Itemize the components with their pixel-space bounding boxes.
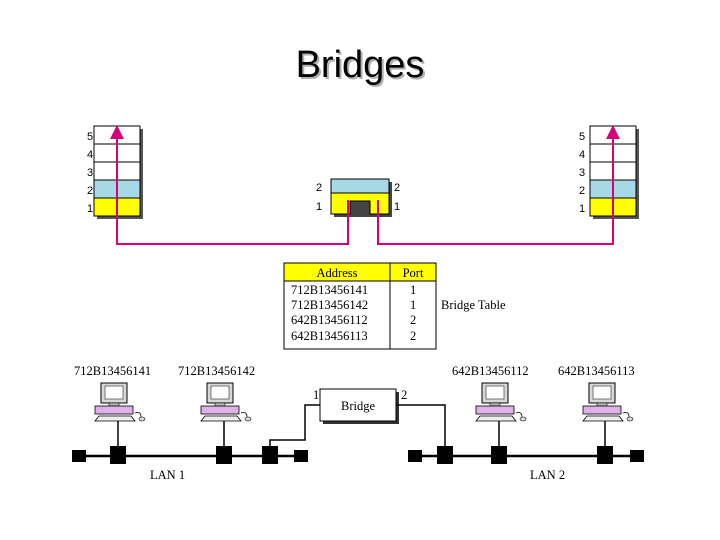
station-label-1: 712B13456141 [74, 364, 151, 378]
table-row-3-address: 642B13456112 [291, 313, 368, 327]
table-row-1-address: 712B13456141 [291, 283, 368, 297]
station-label-4: 642B13456113 [558, 364, 635, 378]
table-row-4-address: 642B13456113 [291, 329, 368, 343]
bridge-port-right-lower: 1 [394, 201, 400, 213]
bridge-port-right-upper: 2 [394, 182, 400, 194]
bridge-table-caption: Bridge Table [441, 298, 506, 312]
bridge-box [319, 388, 399, 424]
computer-icon [94, 382, 146, 422]
table-header-port: Port [403, 266, 424, 280]
computer-icon [475, 382, 527, 422]
lan-1-label: LAN 1 [150, 468, 185, 482]
station-label-3: 642B13456112 [452, 364, 529, 378]
data-path [110, 125, 620, 245]
right-layer-1: 1 [579, 203, 585, 215]
right-layer-stack [589, 125, 639, 219]
computer-icon [200, 382, 252, 422]
table-row-4-port: 2 [410, 329, 416, 343]
bridge-port-1-label: 1 [313, 388, 319, 402]
station-label-2: 712B13456142 [178, 364, 255, 378]
right-layer-3: 3 [579, 167, 585, 179]
right-layer-2: 2 [579, 185, 585, 197]
lan-2-segment [408, 446, 644, 464]
bridge-layer-device [330, 178, 392, 217]
bridge-label: Bridge [341, 399, 375, 413]
bridge-port-left-upper: 2 [316, 182, 322, 194]
table-header-address: Address [317, 266, 358, 280]
left-layer-5: 5 [87, 131, 93, 143]
left-layer-3: 3 [87, 167, 93, 179]
left-layer-2: 2 [87, 185, 93, 197]
bridge-connections [269, 404, 446, 450]
slide-title: Bridges [295, 44, 425, 86]
computer-icon [582, 382, 634, 422]
left-layer-stack [93, 125, 143, 219]
lan-2-label: LAN 2 [530, 468, 565, 482]
table-row-1-port: 1 [410, 283, 416, 297]
table-row-3-port: 2 [410, 313, 416, 327]
left-layer-4: 4 [87, 149, 93, 161]
left-layer-1: 1 [87, 203, 93, 215]
bridge-table [283, 262, 437, 350]
bridge-port-2-label: 2 [401, 388, 407, 402]
table-row-2-port: 1 [410, 298, 416, 312]
drop-cables [117, 421, 606, 450]
right-layer-4: 4 [579, 149, 585, 161]
right-layer-5: 5 [579, 131, 585, 143]
bridge-port-left-lower: 1 [316, 201, 322, 213]
table-row-2-address: 712B13456142 [291, 298, 368, 312]
lan-1-segment [72, 446, 308, 464]
